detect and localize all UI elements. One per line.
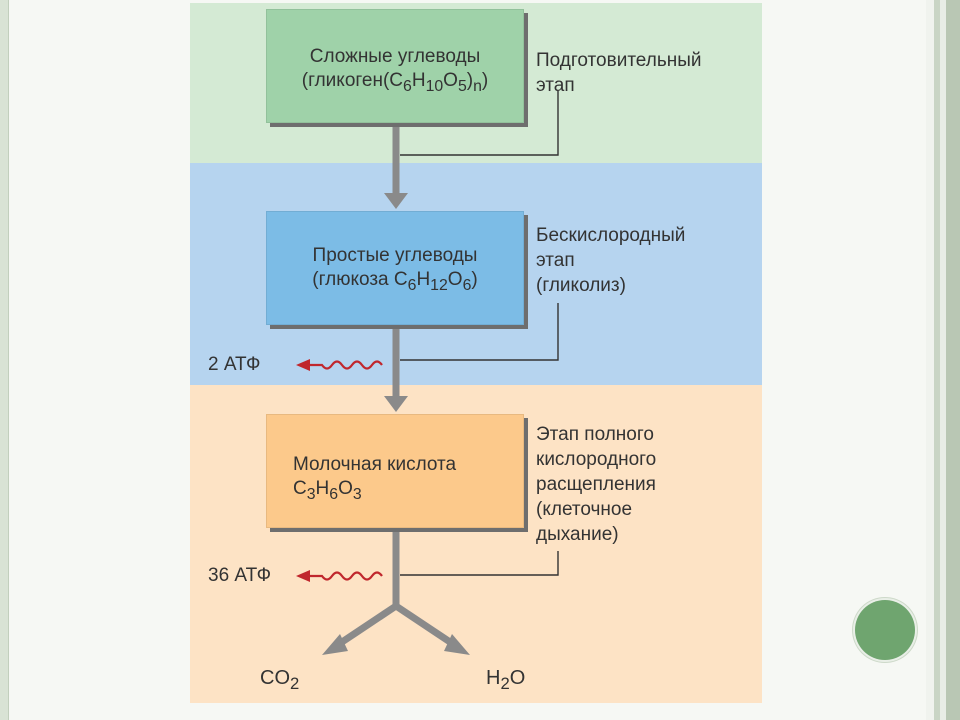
green-circle-icon: [855, 600, 915, 660]
connector-lines: [296, 91, 559, 655]
flow-branch-co2: [334, 603, 398, 649]
simple-carbohydrates-box: Простые углеводы (глюкоза C6H12O6): [266, 211, 524, 325]
slide-frame-left: [0, 0, 9, 720]
co2-product-label: CO2: [260, 667, 300, 693]
h2o-product-label: H2O: [486, 667, 526, 693]
flow-branch-h2o: [394, 603, 458, 649]
slide-frame-right: [926, 0, 960, 720]
stage-leader-2: [400, 303, 559, 361]
gray-down-arrow-icon: [444, 634, 470, 655]
stage-leader-3: [400, 551, 559, 576]
simple-carbohydrates-title: Простые углеводы: [312, 245, 478, 266]
gray-down-arrow-icon: [384, 396, 408, 412]
wavy-red-arrow-icon: [296, 570, 383, 582]
lactic-acid-box: Молочная кислота C3H6O3: [266, 414, 524, 528]
complex-carbohydrates-box: Сложные углеводы (гликоген(C6H10O5)n): [266, 9, 524, 123]
stage-leader-1: [400, 91, 559, 156]
lactic-acid-title: Молочная кислота: [293, 454, 457, 475]
gray-down-arrow-icon: [384, 193, 408, 209]
complex-carbohydrates-title: Сложные углеводы: [309, 46, 481, 67]
anaerobic-stage-label: Бескислородный этап (гликолиз): [536, 225, 686, 296]
preparatory-stage-label: Подготовительный этап: [536, 50, 702, 96]
atp-respiration-label: 36 АТФ: [208, 565, 272, 586]
glycogen-formula: (гликоген(C6H10O5)n): [301, 70, 489, 95]
atp-glycolysis-label: 2 АТФ: [208, 354, 261, 375]
lactic-acid-formula: C3H6O3: [293, 478, 362, 503]
wavy-red-arrow-icon: [296, 359, 383, 371]
gray-down-arrow-icon: [322, 634, 348, 655]
glucose-formula: (глюкоза C6H12O6): [312, 269, 478, 294]
energy-metabolism-diagram: Сложные углеводы (гликоген(C6H10O5)n) Пр…: [190, 3, 762, 703]
aerobic-stage-label: Этап полного кислородного расщепления (к…: [536, 424, 657, 545]
